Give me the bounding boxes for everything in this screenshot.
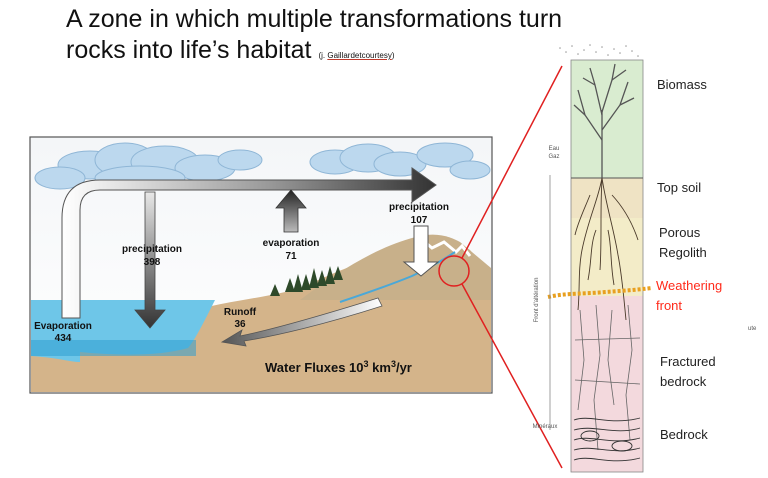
runoff-value: 36 <box>234 319 246 330</box>
water-fluxes-caption: Water Fluxes 103 km3/yr <box>265 359 412 375</box>
zoom-circle <box>438 255 470 287</box>
critical-zone-profile: Eau Gaz Front d'altération Minéraux ute … <box>533 44 757 473</box>
credit-name: Gaillardetcourtesy <box>327 51 392 60</box>
mountain <box>300 234 491 300</box>
precipitation-land-arrow <box>402 225 440 277</box>
edge-text: ute <box>748 326 757 332</box>
precipitation-ocean-arrow <box>134 191 166 329</box>
precip-ocean-value: 398 <box>144 257 161 268</box>
ocean-deep <box>31 340 196 356</box>
label-front: front <box>656 298 682 313</box>
water-cycle-diagram: precipitation 398 evaporation 71 precipi… <box>29 136 493 394</box>
weathering-front-band <box>547 286 653 299</box>
caption-main: Water Fluxes 10 <box>265 360 364 375</box>
label-fractured: Fractured <box>660 354 716 369</box>
caption-sup: 3 <box>364 359 369 369</box>
regolith-layer <box>571 218 643 296</box>
caption-sup2: 3 <box>391 359 396 369</box>
title-line-2: rocks into life’s habitat (j. Gaillardet… <box>66 35 686 71</box>
slide-title: A zone in which multiple transformations… <box>66 4 686 71</box>
evaporation-land-value: 71 <box>285 251 297 262</box>
runoff-label: Runoff <box>224 307 257 318</box>
axis-eau: Eau <box>549 146 560 152</box>
title-line-1: A zone in which multiple transformations… <box>66 5 563 33</box>
caption-unit: km <box>369 360 391 375</box>
label-weathering: Weathering <box>656 278 722 293</box>
forest <box>270 266 343 296</box>
clouds <box>34 142 491 191</box>
label-biomass: Biomass <box>657 77 707 92</box>
zoom-line-top <box>461 65 563 259</box>
label-topsoil: Top soil <box>657 180 701 195</box>
label-regolith: Regolith <box>659 245 707 260</box>
bedrock-layer <box>571 296 643 472</box>
caption-tail: /yr <box>396 360 412 375</box>
title-line-2-text: rocks into life’s habitat <box>66 36 312 64</box>
topsoil-layer <box>571 178 643 218</box>
roots <box>574 177 639 321</box>
evaporation-land-arrow <box>275 189 307 233</box>
credit: (j. Gaillardetcourtesy) <box>318 51 394 60</box>
fractures <box>574 304 641 451</box>
axis-mineraux: Minéraux <box>533 424 558 430</box>
label-bedrock: Bedrock <box>660 427 708 442</box>
precip-land-label: precipitation <box>389 202 449 213</box>
zoom-line-bottom <box>461 283 563 469</box>
precip-land-value: 107 <box>411 215 428 226</box>
stipple <box>559 44 639 57</box>
credit-prefix: (j. <box>318 51 328 60</box>
biomass-layer <box>571 60 643 178</box>
bedrock-texture <box>573 417 641 462</box>
evaporation-ocean-value: 434 <box>55 333 72 344</box>
evaporation-ocean-label: Evaporation <box>34 321 92 332</box>
axis-front: Front d'altération <box>534 278 540 323</box>
axis-gaz: Gaz <box>548 154 559 160</box>
profile-border <box>570 59 644 473</box>
runoff-arrow <box>220 297 383 347</box>
evaporation-ocean-arrow <box>61 167 437 319</box>
snow-cap <box>419 236 472 257</box>
label-bedrock-fractured: bedrock <box>660 374 707 389</box>
credit-suffix: ) <box>391 51 395 60</box>
tree-icon <box>573 63 635 178</box>
river <box>339 251 456 303</box>
precip-ocean-label: precipitation <box>122 244 182 255</box>
evaporation-land-label: evaporation <box>263 238 320 249</box>
label-porous: Porous <box>659 225 701 240</box>
